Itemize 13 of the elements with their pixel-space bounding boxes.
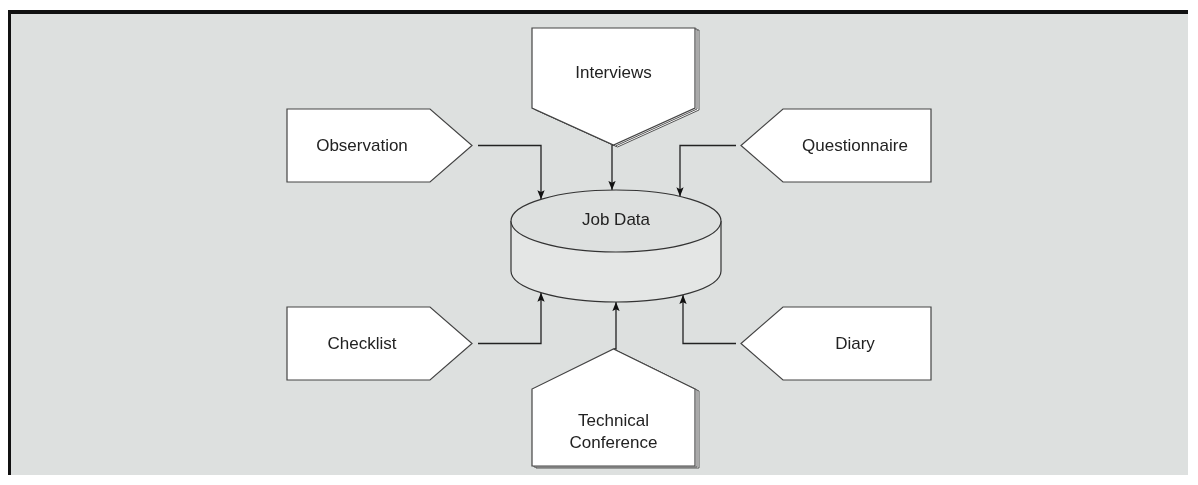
node-label: Questionnaire — [802, 134, 908, 157]
arrow — [612, 301, 620, 350]
arrow — [676, 144, 737, 198]
node-label: Diary — [835, 332, 875, 355]
node-label: Observation — [316, 134, 408, 157]
arrow — [477, 292, 545, 345]
node-label: Technical Conference — [568, 409, 659, 454]
node-label: Interviews — [575, 62, 652, 84]
node-label: Job Data — [581, 209, 650, 231]
arrow — [679, 294, 737, 345]
node-label: Checklist — [327, 332, 397, 355]
arrow — [608, 144, 616, 191]
arrow — [477, 144, 545, 200]
